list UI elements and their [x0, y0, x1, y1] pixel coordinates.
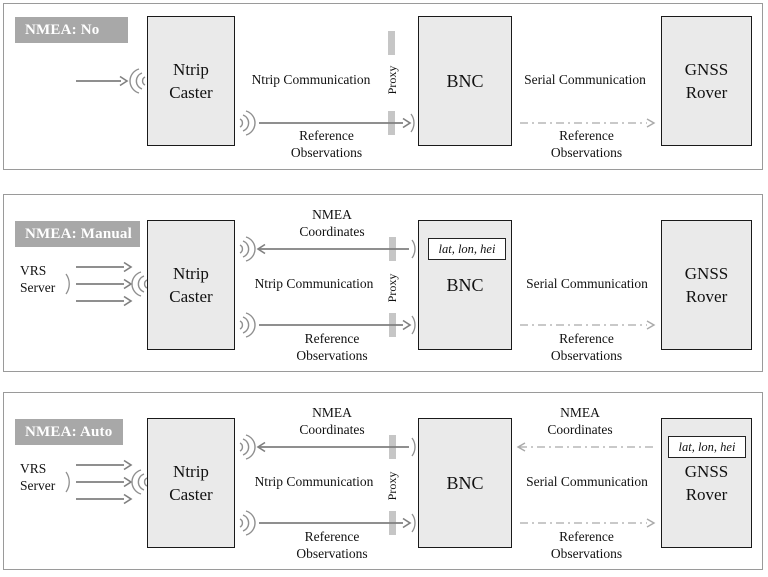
proxy-bar-top: [388, 31, 395, 55]
caster-to-bnc-arrow: [259, 517, 412, 529]
ntrip-caster-box: Ntrip Caster: [147, 220, 235, 350]
receiver-arc-icon: [411, 437, 416, 457]
serial-communication-label: Serial Communication: [526, 474, 648, 489]
serial-communication-label: Serial Communication: [524, 72, 646, 87]
bnc-to-rover-arrow: [520, 118, 656, 128]
panel-nmea-manual: NMEA: Manual VRS Server Ntrip Caster NME…: [3, 194, 763, 372]
ntrip-caster-box: Ntrip Caster: [147, 418, 235, 548]
reference-observations-label: Reference Observations: [296, 529, 368, 561]
antenna-waves-left-icon: [131, 469, 148, 495]
mode-label: NMEA: No: [15, 17, 128, 43]
ntrip-communication-label: Ntrip Communication: [254, 276, 374, 291]
vrs-arrow-2: [76, 476, 133, 488]
vrs-server-label: VRS Server: [20, 461, 56, 493]
bnc-to-rover-arrow: [520, 320, 656, 330]
input-arrow: [76, 75, 129, 87]
antenna-waves-right-icon: [239, 110, 256, 136]
lat-lon-hei-box: lat, lon, hei: [668, 436, 746, 458]
vrs-emit-arc-icon: [65, 471, 70, 493]
nmea-coordinates-label: NMEA Coordinates: [547, 405, 613, 437]
reference-observations-label: Reference Observations: [290, 128, 363, 160]
gnss-rover-box: GNSS Rover: [661, 16, 752, 146]
vrs-server-label: VRS Server: [20, 263, 56, 295]
receiver-arc-icon: [411, 315, 416, 335]
vrs-arrow-2: [76, 278, 133, 290]
reference-observations-label: Reference Observations: [550, 331, 623, 363]
bnc-to-caster-nmea-arrow: [256, 441, 409, 453]
serial-communication-label: Serial Communication: [526, 276, 648, 291]
antenna-waves-right-icon: [239, 236, 256, 262]
receiver-arc-icon: [410, 113, 415, 133]
vrs-emit-arc-icon: [65, 273, 70, 295]
panel-nmea-auto: NMEA: Auto VRS Server Ntrip Caster NMEA …: [3, 392, 763, 570]
vrs-arrow-3: [76, 295, 133, 307]
nmea-coordinates-label: NMEA Coordinates: [299, 207, 365, 239]
vrs-arrow-1: [76, 261, 133, 273]
bnc-to-rover-arrow: [520, 518, 656, 528]
rover-to-bnc-nmea-arrow: [516, 442, 655, 452]
bnc-box: BNC: [418, 16, 512, 146]
reference-observations-label: Reference Observations: [296, 331, 368, 363]
reference-observations-label: Reference Observations: [550, 128, 623, 160]
mode-label: NMEA: Manual: [15, 221, 140, 247]
vrs-arrow-3: [76, 493, 133, 505]
vrs-arrow-1: [76, 459, 133, 471]
lat-lon-hei-box: lat, lon, hei: [428, 238, 506, 260]
receiver-arc-icon: [411, 513, 416, 533]
bnc-box: BNC: [418, 418, 512, 548]
caster-to-bnc-arrow: [259, 117, 412, 129]
caster-to-bnc-arrow: [259, 319, 412, 331]
antenna-waves-right-icon: [239, 312, 256, 338]
gnss-rover-box: GNSS Rover: [661, 220, 752, 350]
nmea-coordinates-label: NMEA Coordinates: [299, 405, 365, 437]
ntrip-caster-box: Ntrip Caster: [147, 16, 235, 146]
ntrip-communication-label: Ntrip Communication: [251, 72, 371, 87]
bnc-to-caster-nmea-arrow: [256, 243, 409, 255]
antenna-waves-left-icon: [129, 68, 146, 94]
mode-label: NMEA: Auto: [15, 419, 123, 445]
receiver-arc-icon: [411, 239, 416, 259]
antenna-waves-right-icon: [239, 510, 256, 536]
ntrip-communication-label: Ntrip Communication: [254, 474, 374, 489]
panel-nmea-no: NMEA: No Ntrip Caster Ntrip Communicatio…: [3, 3, 763, 170]
proxy-label: Proxy: [385, 65, 399, 95]
reference-observations-label: Reference Observations: [550, 529, 623, 561]
antenna-waves-left-icon: [131, 271, 148, 297]
antenna-waves-right-icon: [239, 434, 256, 460]
